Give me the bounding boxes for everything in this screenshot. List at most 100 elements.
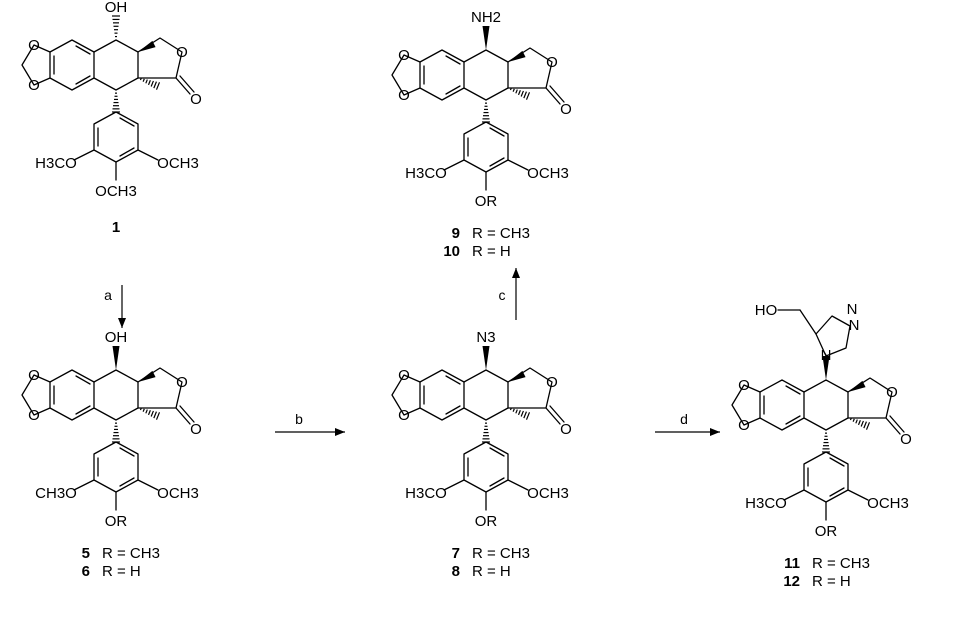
ring-e (463, 441, 509, 493)
arrow-b: b (275, 411, 345, 436)
top-substituent: OH (105, 0, 128, 16)
arrow-c: c (499, 268, 520, 320)
ome-bond (847, 489, 869, 501)
ring-c (93, 369, 139, 421)
bond (75, 75, 91, 85)
compound-number: 6 (82, 563, 90, 580)
bond (489, 447, 505, 457)
bond (75, 375, 91, 385)
ring-e (93, 111, 139, 163)
top-wedge-bond (482, 346, 490, 370)
methylenedioxy (391, 54, 421, 96)
ring-a (759, 379, 805, 431)
bond (829, 457, 845, 467)
para-substituent: OCH3 (95, 183, 137, 200)
o-atom: O (560, 101, 572, 118)
ome-bond (73, 149, 95, 161)
o-atom: O (176, 374, 188, 391)
bond (445, 55, 461, 65)
bond (119, 147, 135, 157)
aryl-hashed-bond (482, 422, 490, 443)
ring-a (49, 369, 95, 421)
aryl-hashed-bond (482, 102, 490, 123)
hashed-bond (509, 87, 531, 100)
r-group-definition: R = CH3 (472, 545, 530, 562)
carbonyl (175, 77, 191, 95)
r-group-definition: R = CH3 (472, 225, 530, 242)
carbonyl (885, 417, 901, 435)
top-hashed-bond (112, 15, 120, 38)
ome-bond (137, 149, 159, 161)
bond (119, 447, 135, 457)
carbonyl (549, 405, 565, 423)
ome-bond (443, 159, 465, 171)
o-atom: O (398, 407, 410, 424)
methoxy-right: OCH3 (867, 495, 909, 512)
methylenedioxy (391, 374, 421, 416)
methoxy-left: H3CO (405, 485, 447, 502)
methoxy-right: OCH3 (527, 485, 569, 502)
top-wedge-bond (482, 26, 490, 50)
bond (489, 127, 505, 137)
carbonyl (179, 75, 195, 93)
o-atom: O (398, 47, 410, 64)
para-substituent: OR (475, 193, 498, 210)
wedge-bond (138, 40, 156, 52)
compound-number: 7 (452, 545, 460, 562)
n-atom: N (821, 347, 832, 364)
aryl-hashed-bond (112, 92, 120, 113)
arrow-d: d (655, 411, 720, 436)
r-group-definition: R = H (472, 563, 511, 580)
o-atom: O (886, 384, 898, 401)
o-atom: O (560, 421, 572, 438)
methoxy-left: H3CO (35, 155, 77, 172)
ch2-bond (799, 309, 817, 335)
o-atom: O (546, 54, 558, 71)
n-atom: N (847, 301, 858, 318)
methoxy-right: OCH3 (527, 165, 569, 182)
hashed-bond (849, 417, 871, 430)
compound-number: 11 (784, 555, 800, 572)
aryl-hashed-bond (112, 422, 120, 443)
n-atom: N (849, 317, 860, 334)
o-atom: O (28, 77, 40, 94)
o-atom: O (546, 374, 558, 391)
ring-a (49, 39, 95, 91)
hashed-bond (139, 407, 161, 420)
carbonyl (545, 87, 561, 105)
ome-bond (507, 159, 529, 171)
carbonyl (179, 405, 195, 423)
bond (75, 45, 91, 55)
bond (119, 117, 135, 127)
bond (489, 157, 505, 167)
arrow-a: a (104, 285, 126, 328)
methoxy-left: H3CO (745, 495, 787, 512)
o-atom: O (176, 44, 188, 61)
top-substituent: NH2 (471, 9, 501, 26)
methylenedioxy (21, 374, 51, 416)
methoxy-right: OCH3 (157, 155, 199, 172)
ring-c (803, 379, 849, 431)
top-wedge-bond (112, 346, 120, 370)
o-atom: O (398, 87, 410, 104)
r-group-definition: R = H (102, 563, 141, 580)
arrow-label: a (104, 287, 112, 303)
ome-bond (783, 489, 805, 501)
ome-bond (137, 479, 159, 491)
top-substituent: OH (105, 329, 128, 346)
wedge-bond (508, 50, 526, 62)
methoxy-left: CH3O (35, 485, 77, 502)
o-atom: O (28, 37, 40, 54)
bond (445, 85, 461, 95)
hashed-bond (139, 77, 161, 90)
compound-number: 5 (82, 545, 90, 562)
compound-number: 1 (112, 219, 120, 236)
ring-e (803, 451, 849, 503)
o-atom: O (28, 367, 40, 384)
ome-bond (507, 479, 529, 491)
